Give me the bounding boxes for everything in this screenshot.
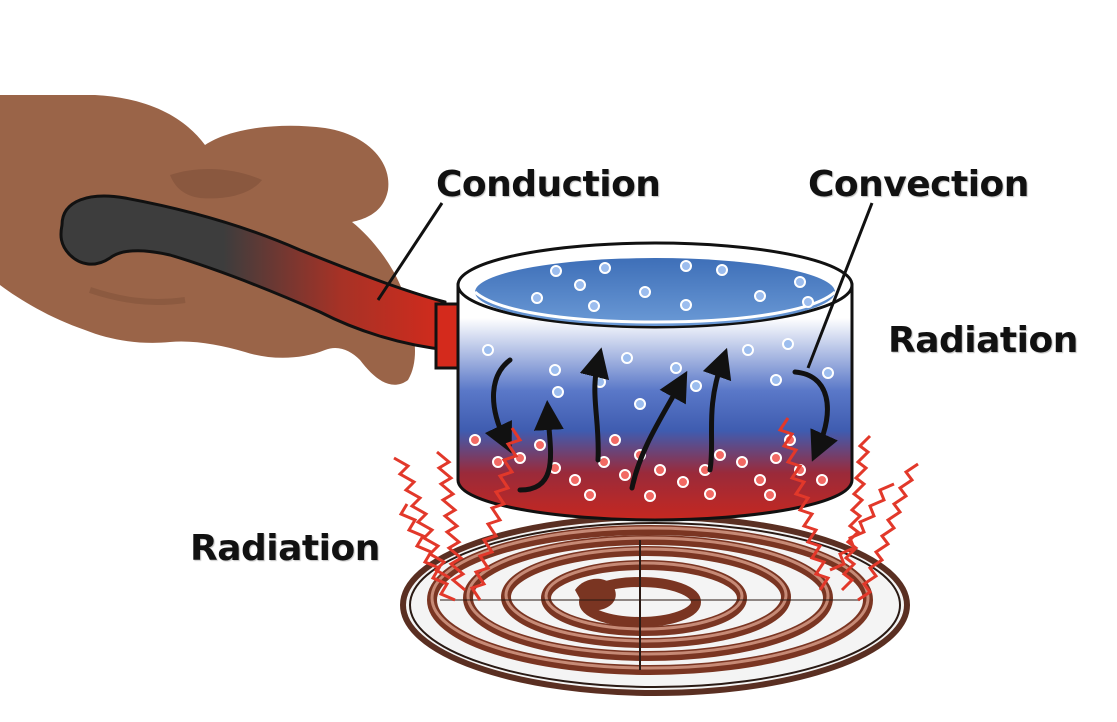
water-bubbles	[469, 260, 834, 502]
conduction-label: Conduction	[436, 164, 661, 205]
convection-arrows	[484, 347, 838, 493]
convection-label: Convection	[808, 164, 1029, 205]
radiation-waves-left	[393, 427, 523, 602]
radiation-label-right: Radiation	[888, 320, 1078, 361]
stove-coil-icon	[400, 514, 910, 696]
convection-leader-line	[806, 202, 874, 369]
radiation-waves-right	[777, 417, 919, 602]
saucepan-icon	[456, 241, 854, 522]
leader-lines	[376, 202, 874, 369]
conduction-leader-line	[376, 202, 444, 301]
radiation-label-left: Radiation	[190, 528, 380, 569]
